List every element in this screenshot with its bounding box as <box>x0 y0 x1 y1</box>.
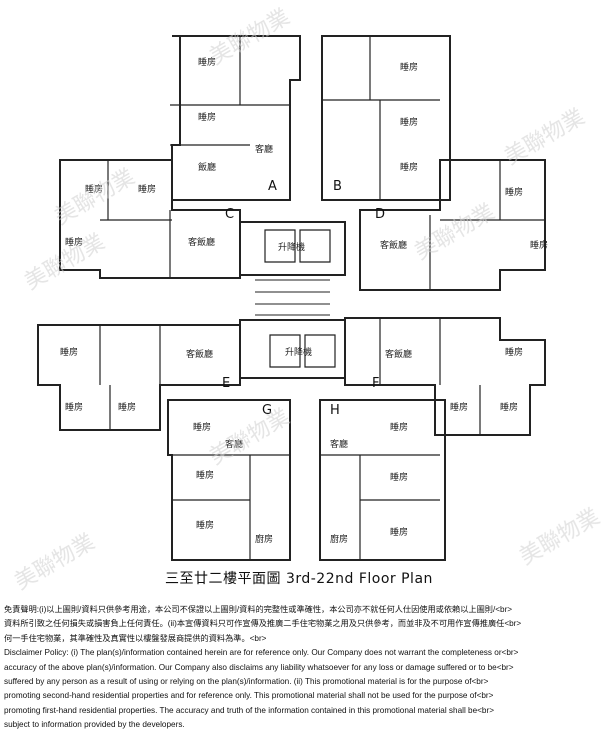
unit-label-g: G <box>262 403 272 418</box>
room-label: 睡房 <box>198 111 216 123</box>
room-label: 睡房 <box>390 421 408 433</box>
disclaimer-line: suffered by any person as a result of us… <box>4 677 489 687</box>
room-label: 睡房 <box>530 239 548 251</box>
disclaimer-line: 資料所引致之任何損失或損害負上任何責任。(ii)本宣傳資料只可作宣傳及推廣二手住… <box>4 619 522 629</box>
floor-plan-caption: 三至廿二樓平面圖 3rd-22nd Floor Plan <box>165 571 433 587</box>
room-label: 睡房 <box>193 421 211 433</box>
room-label: 客廳 <box>330 438 348 450</box>
room-label: 睡房 <box>196 469 214 481</box>
floor-plan-drawing: 睡房 睡房 飯廳 客廳 睡房 睡房 睡房 睡房 睡房 睡房 客飯廳 睡房 睡房 … <box>11 5 605 596</box>
room-label: 升降機 <box>278 241 305 253</box>
disclaimer-line: 免責聲明:(i)以上圖則/資料只供參考用途，本公司不保證以上圖則/資料的完整性或… <box>4 605 513 614</box>
disclaimer-line: 何一手住宅物業，其準確性及真實性以樓盤發展商提供的資料為準。<br> <box>4 633 267 643</box>
room-label: 睡房 <box>196 519 214 531</box>
unit-label-b: B <box>333 179 342 194</box>
disclaimer-line: Disclaimer Policy: (i) The plan(s)/infor… <box>4 648 519 658</box>
unit-label-d: D <box>375 207 385 222</box>
room-label: 客飯廳 <box>188 236 215 248</box>
room-label: 睡房 <box>85 183 103 195</box>
room-label: 廚房 <box>255 533 273 545</box>
watermark: 美聯物業 <box>206 5 295 71</box>
room-label: 睡房 <box>118 401 136 413</box>
room-label: 睡房 <box>65 401 83 413</box>
disclaimer-line: promoting second-hand residential proper… <box>4 691 494 701</box>
watermark: 美聯物業 <box>11 530 100 596</box>
unit-label-e: E <box>222 376 230 391</box>
unit-label-h: H <box>330 403 340 418</box>
room-label: 睡房 <box>450 401 468 413</box>
room-label: 睡房 <box>390 526 408 538</box>
room-label: 睡房 <box>198 56 216 68</box>
room-label: 睡房 <box>400 161 418 173</box>
room-label: 廚房 <box>330 533 348 545</box>
room-label: 客飯廳 <box>380 239 407 251</box>
room-label: 睡房 <box>65 236 83 248</box>
disclaimer-line: subject to information provided by the d… <box>4 720 185 730</box>
room-label: 睡房 <box>390 471 408 483</box>
disclaimer-line: promoting first-hand residential propert… <box>4 705 494 715</box>
room-label: 睡房 <box>505 346 523 358</box>
room-label: 睡房 <box>400 61 418 73</box>
unit-label-c: C <box>225 207 234 222</box>
room-label: 睡房 <box>505 186 523 198</box>
room-label: 客廳 <box>255 143 273 155</box>
disclaimer: 免責聲明:(i)以上圖則/資料只供參考用途，本公司不保證以上圖則/資料的完整性或… <box>4 603 607 733</box>
room-label: 客飯廳 <box>186 348 213 360</box>
room-label: 升降機 <box>285 346 312 358</box>
room-label: 客廳 <box>225 438 243 450</box>
room-label: 睡房 <box>500 401 518 413</box>
room-label: 睡房 <box>60 346 78 358</box>
room-label: 睡房 <box>138 183 156 195</box>
room-label: 客飯廳 <box>385 348 412 360</box>
unit-label-f: F <box>372 376 379 391</box>
watermark: 美聯物業 <box>516 505 605 571</box>
room-label: 飯廳 <box>198 161 216 173</box>
unit-label-a: A <box>268 179 277 194</box>
disclaimer-line: accuracy of the above plan(s)/informatio… <box>4 662 514 672</box>
room-label: 睡房 <box>400 116 418 128</box>
